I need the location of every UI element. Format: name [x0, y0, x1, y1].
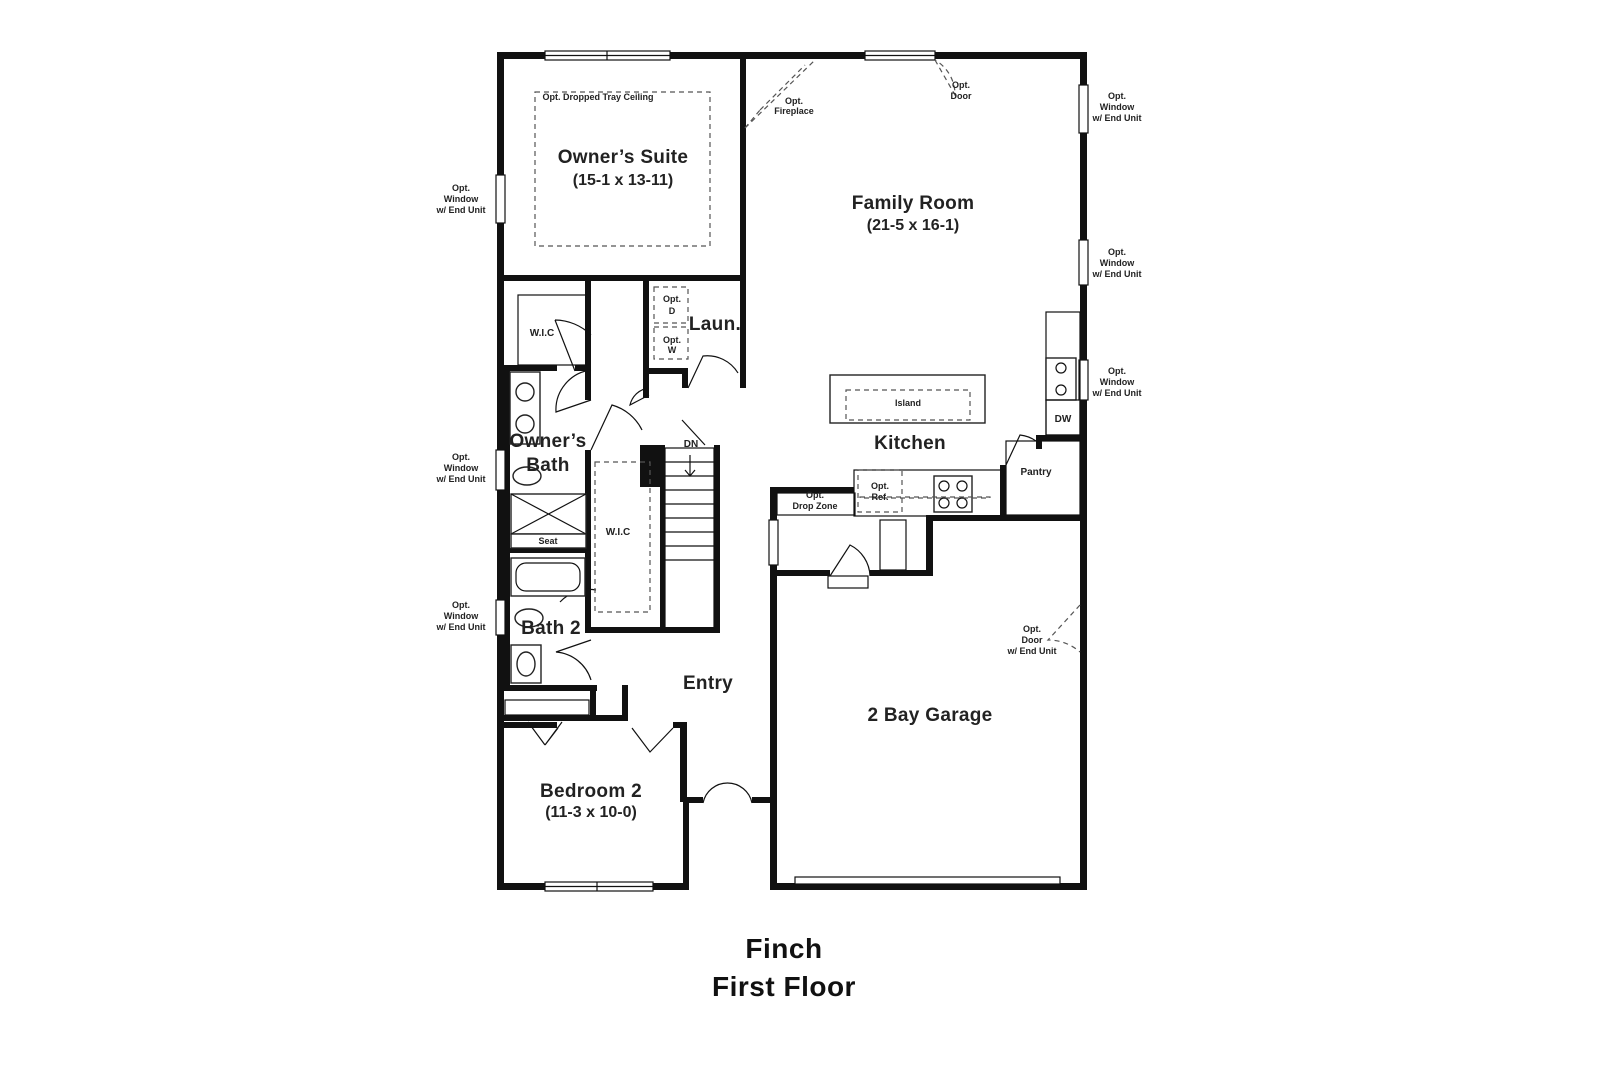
bedroom2-name: Bedroom 2: [540, 781, 642, 802]
dishwasher-label: DW: [1055, 414, 1072, 425]
plan-title: Finch: [745, 933, 822, 964]
plan-subtitle: First Floor: [712, 971, 856, 1002]
opt-window-r3-3: w/ End Unit: [1092, 388, 1142, 398]
opt-window-l3-3: w/ End Unit: [436, 622, 486, 632]
opt-fireplace-1: Opt.: [785, 96, 803, 106]
stairs-down-label: DN: [684, 439, 698, 450]
dryer-label-2: D: [669, 306, 676, 316]
opt-window-r2-2: Window: [1100, 258, 1135, 268]
opt-window-r2-1: Opt.: [1108, 247, 1126, 257]
opt-window-l2-3: w/ End Unit: [436, 474, 486, 484]
owners-suite-name: Owner’s Suite: [558, 147, 689, 168]
pantry-label: Pantry: [1020, 467, 1052, 478]
owners-bath-line2: Bath: [526, 455, 569, 476]
opt-drop-zone-2: Drop Zone: [793, 501, 838, 511]
wic-mid-label: W.I.C: [606, 527, 630, 538]
opt-window-r1-3: w/ End Unit: [1092, 113, 1142, 123]
garage-name: 2 Bay Garage: [867, 705, 992, 726]
opt-window-r3-1: Opt.: [1108, 366, 1126, 376]
laundry-name: Laun.: [689, 314, 741, 335]
plan-title-block: Finch First Floor: [712, 933, 856, 1002]
opt-window-l1-2: Window: [444, 194, 479, 204]
opt-garage-door-2: Door: [1022, 635, 1043, 645]
washer-label-2: W: [668, 345, 677, 355]
room-labels: Opt. Dropped Tray Ceiling Owner’s Suite …: [509, 92, 1071, 821]
bedroom2-size: (11-3 x 10-0): [545, 804, 637, 821]
bath2-name: Bath 2: [521, 618, 581, 639]
opt-ref-2: Ref.: [871, 492, 888, 502]
opt-door-top-1: Opt.: [952, 80, 970, 90]
opt-window-l2-1: Opt.: [452, 452, 470, 462]
windows: [495, 50, 1089, 892]
opt-window-l1-1: Opt.: [452, 183, 470, 193]
opt-fireplace-2: Fireplace: [774, 106, 814, 116]
opt-ref-1: Opt.: [871, 481, 889, 491]
opt-garage-door-3: w/ End Unit: [1007, 646, 1057, 656]
option-labels: Opt. Fireplace Opt. Door Opt. Window w/ …: [436, 80, 1142, 656]
opt-window-l3-1: Opt.: [452, 600, 470, 610]
tray-ceiling-note: Opt. Dropped Tray Ceiling: [542, 92, 653, 102]
opt-window-r1-1: Opt.: [1108, 91, 1126, 101]
dryer-label-1: Opt.: [663, 294, 681, 304]
owners-bath-line1: Owner’s: [509, 431, 586, 452]
entry-name: Entry: [683, 673, 733, 694]
wic-top-label: W.I.C: [530, 328, 554, 339]
opt-drop-zone-1: Opt.: [806, 490, 824, 500]
opt-window-r2-3: w/ End Unit: [1092, 269, 1142, 279]
owners-suite-size: (15-1 x 13-11): [573, 172, 674, 189]
opt-door-top-2: Door: [951, 91, 972, 101]
opt-window-l3-2: Window: [444, 611, 479, 621]
opt-window-r1-2: Window: [1100, 102, 1135, 112]
washer-label-1: Opt.: [663, 335, 681, 345]
stairs: [664, 419, 715, 629]
opt-garage-door-1: Opt.: [1023, 624, 1041, 634]
family-room-size: (21-5 x 16-1): [867, 217, 960, 234]
door-swings: [527, 59, 1081, 804]
family-room-name: Family Room: [852, 193, 975, 214]
island-label: Island: [895, 398, 921, 408]
shower-seat-label: Seat: [538, 536, 557, 546]
kitchen-name: Kitchen: [874, 433, 946, 454]
opt-window-l2-2: Window: [444, 463, 479, 473]
fixtures: [504, 91, 1081, 716]
opt-window-r3-2: Window: [1100, 377, 1135, 387]
opt-window-l1-3: w/ End Unit: [436, 205, 486, 215]
